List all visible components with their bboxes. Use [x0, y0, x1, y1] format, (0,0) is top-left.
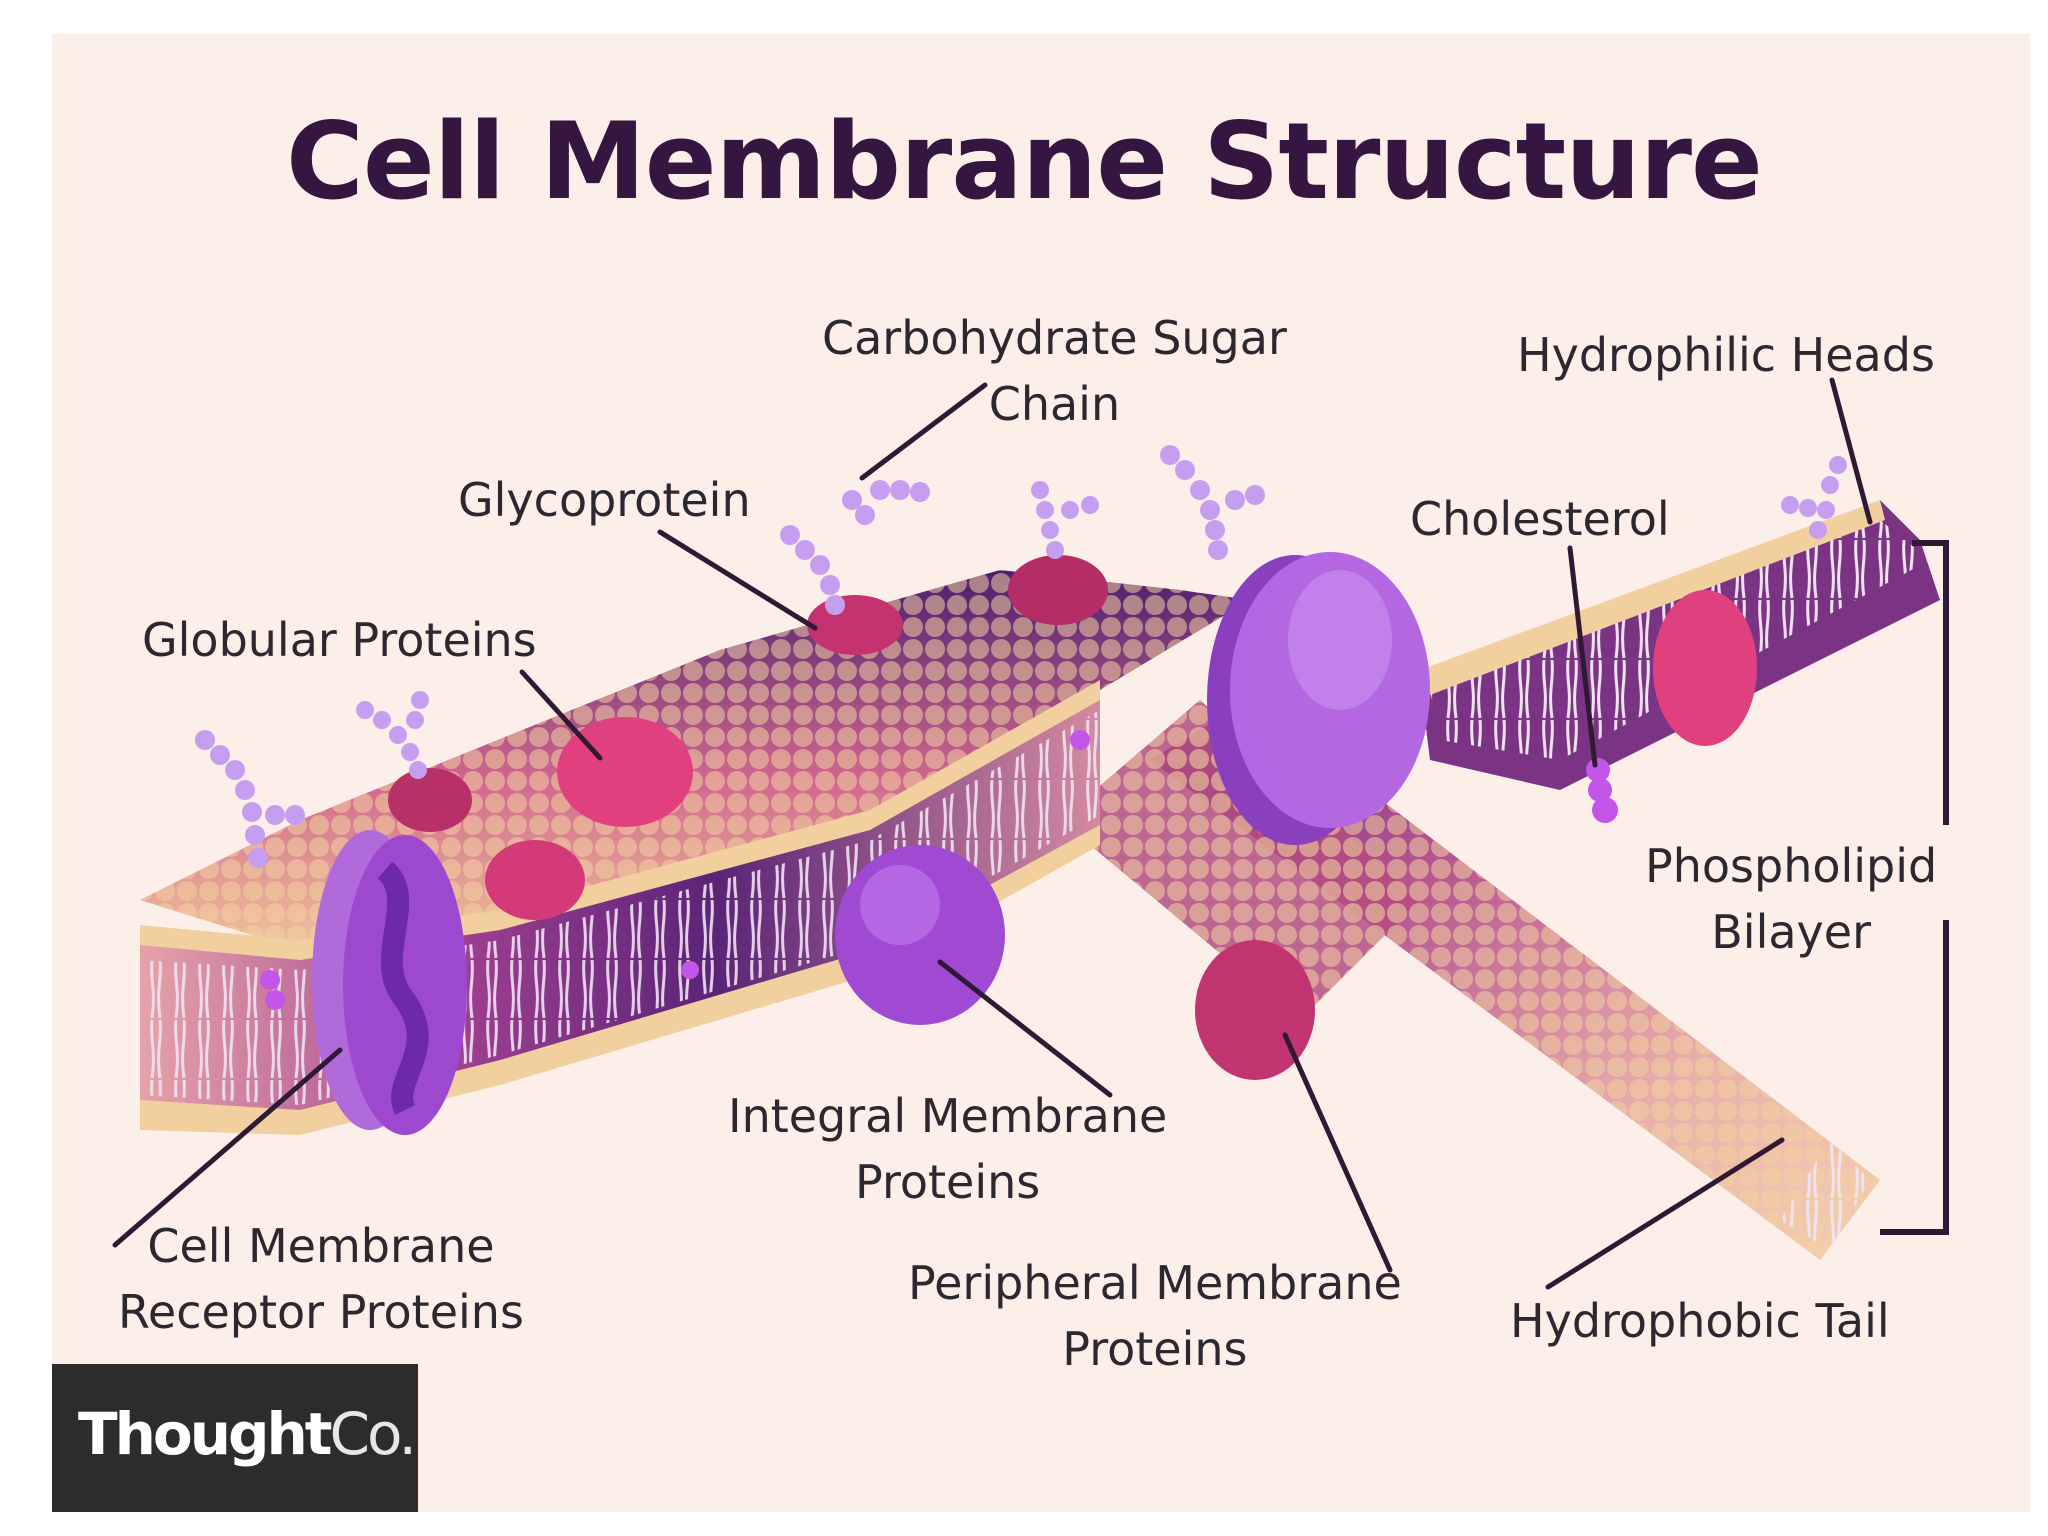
label-line: Cholesterol	[1410, 492, 1670, 546]
label-line: Proteins	[1062, 1322, 1248, 1376]
label-line: Carbohydrate Sugar	[822, 311, 1287, 365]
label-line: Bilayer	[1711, 905, 1871, 959]
logo-text: ThoughtCo.	[78, 1400, 417, 1468]
label-carbohydrate-sugar-chain: Carbohydrate Sugar Chain	[822, 305, 1287, 437]
label-hydrophilic-heads: Hydrophilic Heads	[1517, 322, 1935, 388]
label-line: Phospholipid	[1645, 839, 1938, 893]
label-line: Glycoprotein	[458, 473, 751, 527]
membrane-sheet-middle-heads	[1060, 700, 1420, 1020]
integral-protein-highlight	[1288, 570, 1392, 710]
peripheral-membrane-protein	[1195, 940, 1315, 1080]
page-title: Cell Membrane Structure	[286, 100, 1763, 223]
label-integral-membrane-proteins: Integral Membrane Proteins	[728, 1083, 1167, 1215]
carbohydrate-sugar-chains	[195, 445, 1847, 868]
label-line: Receptor Proteins	[118, 1285, 524, 1339]
label-glycoprotein: Glycoprotein	[458, 467, 751, 533]
receptor-channel	[376, 861, 429, 1115]
glycoprotein	[807, 595, 903, 655]
globular-protein-small	[485, 840, 585, 920]
label-line: Integral Membrane	[728, 1089, 1168, 1143]
upper-right-heads	[1420, 500, 1885, 695]
label-globular-proteins: Globular Proteins	[142, 607, 537, 673]
phospholipid-bracket	[1880, 540, 1949, 1235]
label-pointer-lines	[112, 377, 1873, 1290]
cholesterol-molecules	[260, 730, 1618, 1010]
glycoprotein-left	[388, 768, 472, 832]
logo-brand-main: Thought	[78, 1400, 333, 1468]
label-line: Cell Membrane	[147, 1219, 495, 1273]
label-line: Chain	[988, 377, 1121, 431]
label-line: Proteins	[855, 1155, 1041, 1209]
label-line: Hydrophobic Tail	[1510, 1294, 1890, 1348]
label-line: Globular Proteins	[142, 613, 537, 667]
label-cholesterol: Cholesterol	[1410, 486, 1670, 552]
label-hydrophobic-tail: Hydrophobic Tail	[1510, 1288, 1890, 1354]
label-phospholipid-bilayer: Phospholipid Bilayer	[1645, 833, 1937, 965]
globular-protein-right	[1653, 590, 1757, 746]
label-line: Peripheral Membrane	[908, 1256, 1402, 1310]
label-peripheral-membrane-proteins: Peripheral Membrane Proteins	[908, 1250, 1402, 1382]
integral-protein-highlight-small	[860, 865, 940, 945]
label-cell-membrane-receptor-proteins: Cell Membrane Receptor Proteins	[118, 1213, 524, 1345]
label-line: Hydrophilic Heads	[1517, 328, 1935, 382]
hydrophobic-tail-end	[1780, 1140, 1870, 1250]
thoughtco-logo: ThoughtCo.	[52, 1364, 418, 1512]
logo-brand-suffix: Co.	[329, 1400, 417, 1468]
glycoprotein-right	[1008, 555, 1108, 625]
